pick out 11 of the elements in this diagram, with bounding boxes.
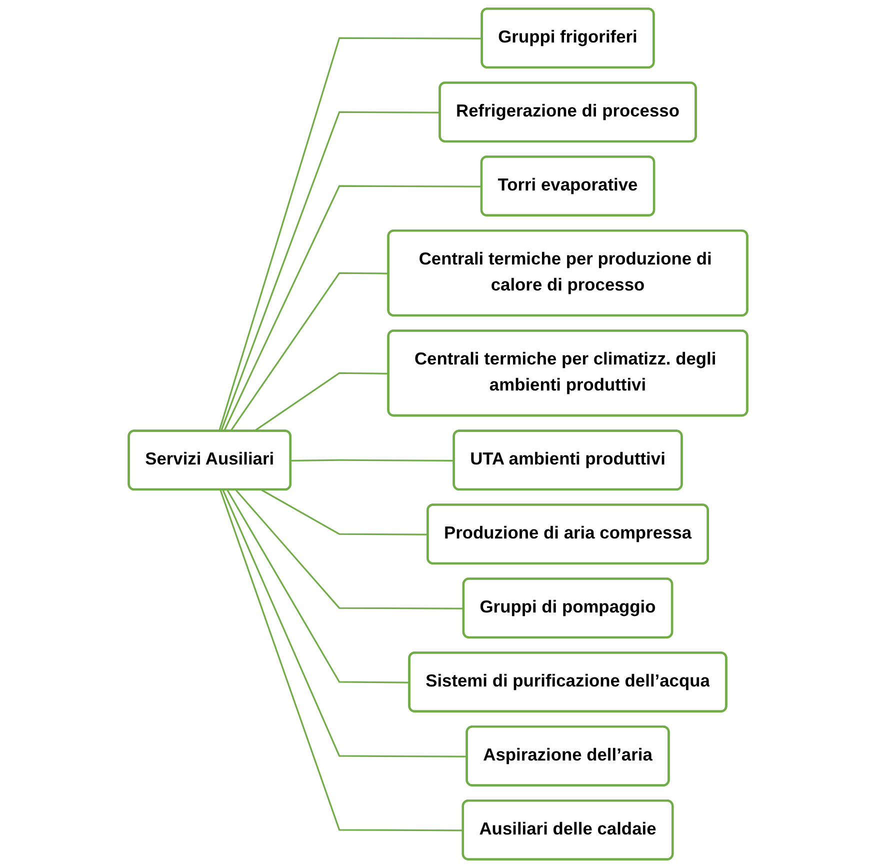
connector [223, 185, 482, 432]
connector [222, 490, 468, 758]
connector [230, 272, 389, 432]
connector [220, 490, 464, 832]
connector [235, 489, 464, 610]
connector [253, 372, 389, 432]
connector [261, 489, 428, 536]
connector [290, 459, 454, 462]
connector [226, 490, 410, 684]
connector [220, 111, 440, 432]
connector [218, 37, 482, 432]
